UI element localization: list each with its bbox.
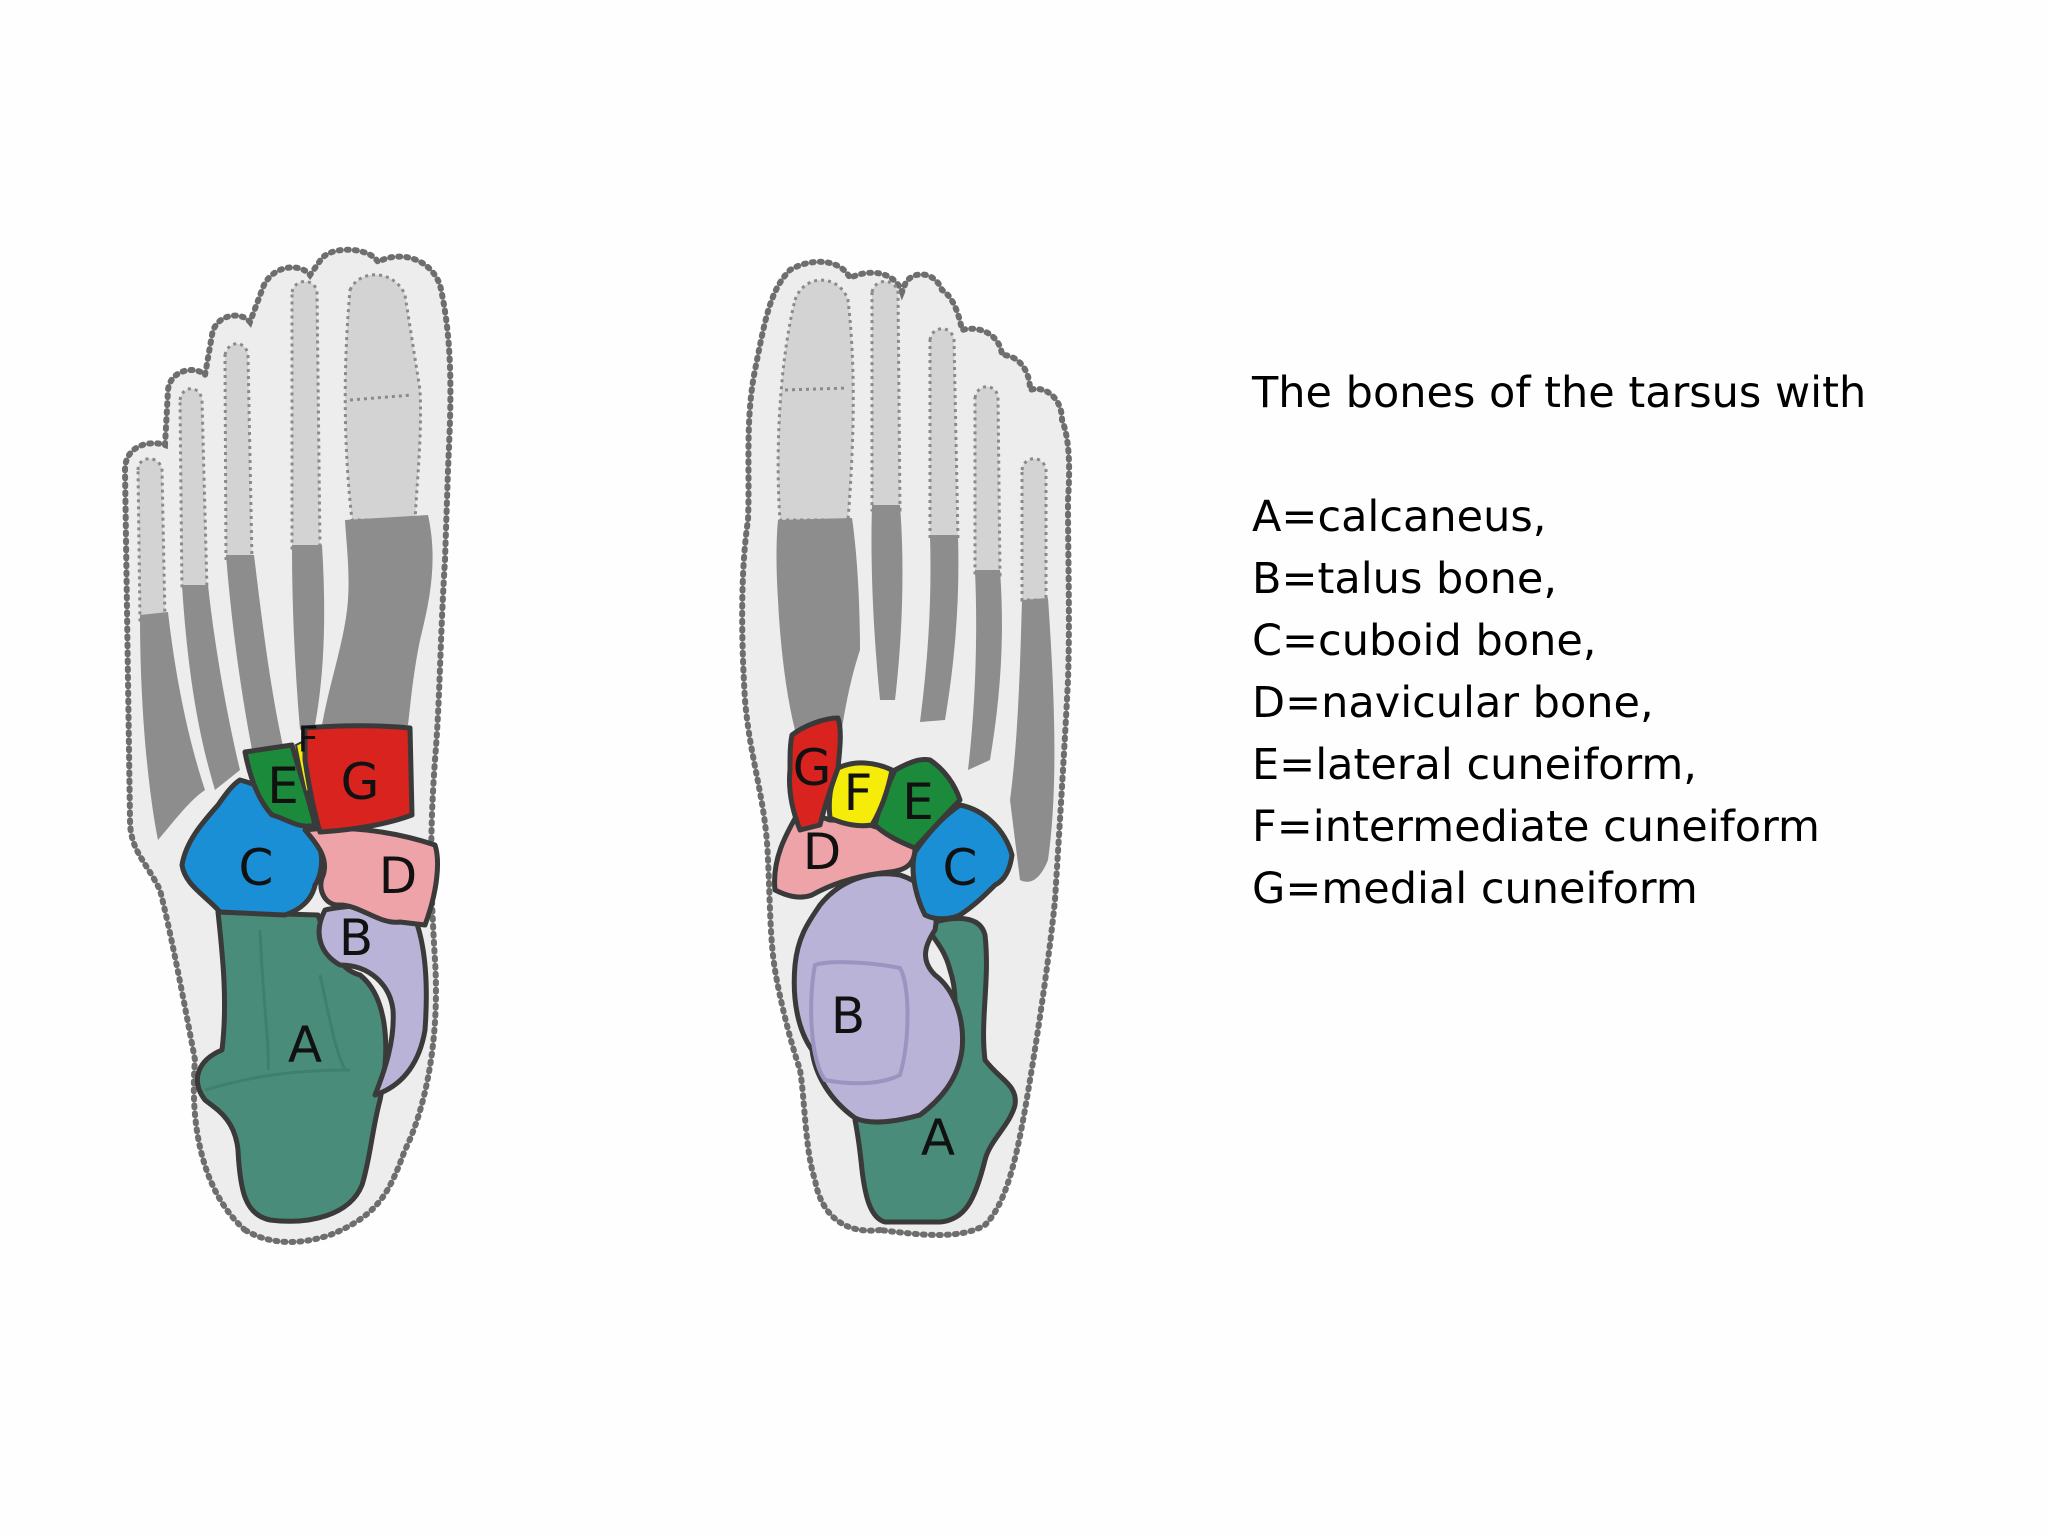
legend-item-navicular: D=navicular bone, <box>1252 678 1654 728</box>
right-label-e: E <box>902 773 934 831</box>
left-toe-3 <box>223 342 254 562</box>
left-hallux-joint <box>349 393 413 402</box>
right-label-g: G <box>793 739 832 797</box>
left-foot: A B C D E F G <box>121 246 454 1245</box>
right-label-d: D <box>803 823 842 881</box>
right-toe-2 <box>870 280 902 512</box>
left-toe-4 <box>178 387 209 592</box>
right-intermediate-cuneiform <box>826 760 895 829</box>
left-metatarsal-1 <box>322 515 433 725</box>
left-label-e: E <box>267 757 299 815</box>
right-label-c: C <box>943 839 978 897</box>
left-calcaneus <box>194 909 389 1224</box>
legend-item-intermediate-cuneiform: F=intermediate cuneiform <box>1252 802 1820 852</box>
right-label-a: A <box>921 1109 955 1167</box>
legend-item-calcaneus: A=calcaneus, <box>1252 492 1547 542</box>
legend-list: A=calcaneus, B=talus bone, C=cuboid bone… <box>1252 486 2012 920</box>
left-label-f: F <box>298 720 319 761</box>
right-toe-3 <box>928 327 960 542</box>
right-metatarsal-3 <box>920 535 959 722</box>
left-label-b: B <box>339 909 373 967</box>
left-toe-2 <box>290 280 322 552</box>
right-foot: A B C D E F G <box>739 258 1073 1238</box>
left-calcaneus-contour <box>204 929 351 1092</box>
caption-title: The bones of the tarsus with <box>1252 368 1867 418</box>
left-metatarsal-4 <box>182 585 240 790</box>
left-metatarsal-2 <box>292 545 325 730</box>
legend-item-talus: B=talus bone, <box>1252 554 1557 604</box>
right-metatarsal-2 <box>871 505 903 700</box>
left-label-a: A <box>288 1016 322 1074</box>
left-toe-5 <box>136 457 167 622</box>
legend-item-medial-cuneiform: G=medial cuneiform <box>1252 864 1698 914</box>
legend-item-lateral-cuneiform: E=lateral cuneiform, <box>1252 740 1697 790</box>
right-metatarsal-1 <box>776 518 860 730</box>
right-toe-4 <box>973 385 1002 577</box>
left-label-c: C <box>239 839 274 897</box>
right-label-f: F <box>844 764 873 822</box>
left-label-d: D <box>379 847 418 905</box>
left-metatarsal-3 <box>226 555 285 765</box>
right-talus-facet <box>809 960 910 1086</box>
left-medial-cuneiform <box>302 723 415 835</box>
right-cuboid <box>910 802 1015 922</box>
left-metatarsal-5 <box>140 612 205 840</box>
right-metatarsal-4 <box>968 570 1002 770</box>
right-toe-1 <box>776 278 855 522</box>
left-navicular <box>302 825 441 928</box>
right-toe-5 <box>1020 457 1048 602</box>
caption: The bones of the tarsus with A=calcaneus… <box>1252 362 2012 920</box>
right-medial-cuneiform <box>787 715 843 833</box>
left-toe-1 <box>343 273 423 522</box>
left-label-g: G <box>341 753 380 811</box>
left-lateral-cuneiform <box>242 742 318 829</box>
legend-item-cuboid: C=cuboid bone, <box>1252 616 1597 666</box>
right-metatarsal-5 <box>1010 598 1055 882</box>
right-label-b: B <box>831 987 865 1045</box>
